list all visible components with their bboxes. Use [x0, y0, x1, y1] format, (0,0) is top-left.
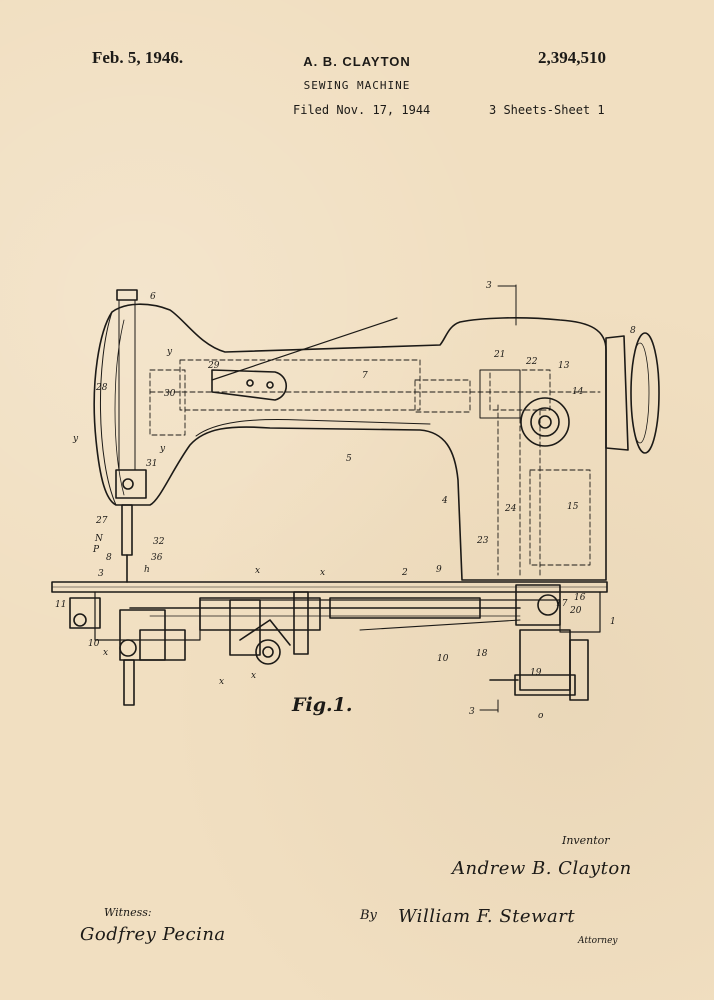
inventor-label: Inventor	[562, 834, 610, 847]
callout-6: 6	[150, 292, 156, 302]
callout-5: 5	[346, 454, 352, 464]
machine-arm-outline	[93, 303, 607, 581]
callout-32: 32	[153, 537, 165, 547]
callout-x-5: x	[251, 671, 256, 681]
callout-y-3: y	[159, 444, 166, 454]
callout-x: x	[255, 566, 260, 576]
callout-18: 18	[476, 649, 488, 659]
callout-3: 3	[98, 569, 104, 579]
callout-N: N	[94, 534, 104, 544]
callout-17: 17	[556, 599, 568, 609]
callout-27: 27	[95, 516, 108, 526]
callout-30: 30	[164, 389, 176, 399]
callout-x-3: x	[103, 648, 108, 658]
callout-3-top: 3	[486, 281, 492, 291]
callout-24: 24	[504, 504, 517, 514]
callout-13: 13	[558, 361, 570, 371]
callout-23: 23	[476, 536, 489, 546]
callout-29: 29	[207, 361, 220, 371]
witness-signature: Godfrey Pecina	[80, 924, 226, 945]
inventor-signature: Andrew B. Clayton	[452, 858, 632, 879]
callout-20: 20	[569, 606, 582, 616]
figure-label: Fig.1.	[292, 694, 353, 716]
callout-19: 19	[530, 668, 542, 678]
callout-8b: 8	[106, 553, 112, 563]
callout-10: 10	[88, 639, 100, 649]
patent-date: Feb. 5, 1946.	[92, 48, 184, 67]
callout-22: 22	[525, 357, 538, 367]
witness-label: Witness:	[104, 906, 152, 919]
callout-15: 15	[567, 502, 579, 512]
filed-date: Filed Nov. 17, 1944	[293, 103, 431, 117]
callout-3-bottom: 3	[469, 707, 475, 717]
callout-y-2: y	[72, 434, 79, 444]
callout-7: 7	[362, 371, 368, 381]
callout-P: P	[92, 545, 100, 555]
attorney-label: Attorney	[578, 936, 618, 946]
callout-14: 14	[572, 387, 584, 397]
inventor-heading: A. B. CLAYTON	[303, 54, 411, 69]
callout-x-2: x	[320, 568, 325, 578]
hand-wheel	[605, 335, 629, 451]
callout-16: 16	[574, 593, 586, 603]
callout-y: y	[166, 347, 173, 357]
callout-1: 1	[610, 617, 616, 627]
callout-9: 9	[436, 565, 442, 575]
figure-callouts: 6 y 29 7 21 22 13 8 28 30 14 y y 5 31 4 …	[55, 281, 636, 721]
callout-10b: 10	[437, 654, 449, 664]
callout-36: 36	[151, 553, 163, 563]
callout-x-4: x	[219, 677, 224, 687]
callout-o: o	[538, 711, 544, 721]
sheet-count: 3 Sheets-Sheet 1	[489, 103, 605, 117]
callout-h: h	[144, 565, 150, 575]
callout-2: 2	[401, 568, 408, 578]
callout-8: 8	[630, 326, 636, 336]
attorney-signature: William F. Stewart	[398, 906, 576, 927]
callout-31: 31	[146, 459, 157, 469]
callout-21: 21	[493, 350, 505, 360]
patent-number: 2,394,510	[538, 48, 606, 67]
callout-11: 11	[55, 600, 66, 610]
callout-4: 4	[441, 496, 448, 506]
callout-28: 28	[95, 383, 108, 393]
by-label: By	[360, 908, 377, 923]
patent-title: SEWING MACHINE	[303, 79, 411, 92]
